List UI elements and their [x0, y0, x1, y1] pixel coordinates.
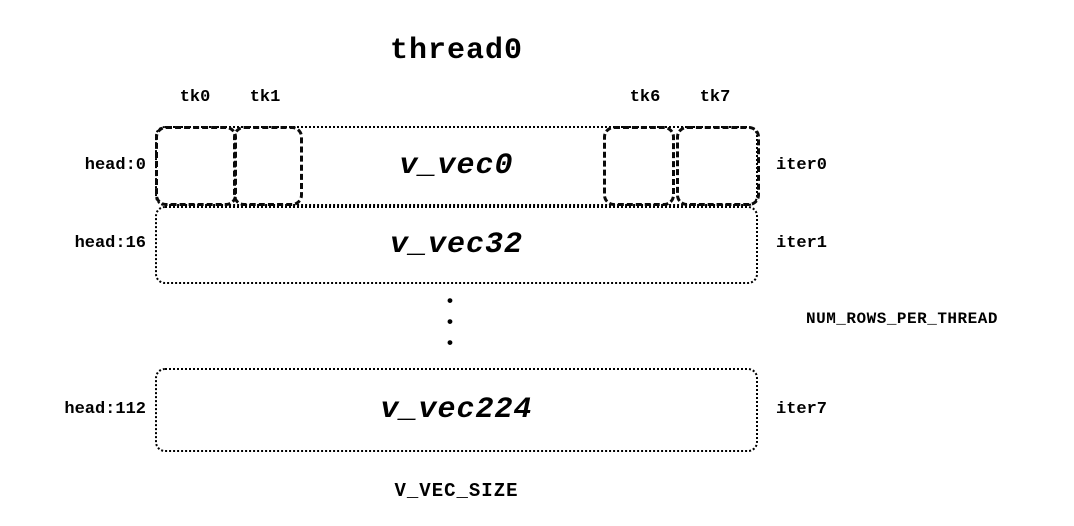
thread-cell-tk7: [676, 126, 760, 206]
tick-label-tk0: tk0: [179, 88, 211, 107]
thread-cell-tk0: [155, 126, 237, 206]
iteration-label-iter1: iter1: [776, 234, 828, 253]
thread-cell-tk6: [603, 126, 675, 206]
thread-cell-tk1: [233, 126, 303, 206]
head-offset-label-112: head:112: [64, 400, 146, 419]
vertical-ellipsis: • • •: [444, 293, 456, 354]
tick-label-tk1: tk1: [249, 88, 281, 107]
vector-row-iter7: v_vec224: [155, 368, 758, 452]
tick-label-tk6: tk6: [629, 88, 661, 107]
head-offset-label-0: head:0: [84, 156, 146, 175]
tick-label-tk7: tk7: [699, 88, 731, 107]
num-rows-per-thread-label: NUM_ROWS_PER_THREAD: [806, 310, 998, 328]
v-vec-size-label: V_VEC_SIZE: [394, 480, 519, 502]
iteration-label-iter7: iter7: [776, 400, 828, 419]
vector-label-v-vec32: v_vec32: [389, 228, 524, 262]
vector-row-iter1: v_vec32: [155, 206, 758, 284]
vector-label-v-vec224: v_vec224: [380, 393, 533, 427]
diagram-title: thread0: [389, 34, 524, 68]
vector-label-v-vec0: v_vec0: [399, 149, 514, 183]
vector-row-iter0: v_vec0: [155, 126, 760, 206]
head-offset-label-16: head:16: [74, 234, 146, 253]
iteration-label-iter0: iter0: [776, 156, 828, 175]
